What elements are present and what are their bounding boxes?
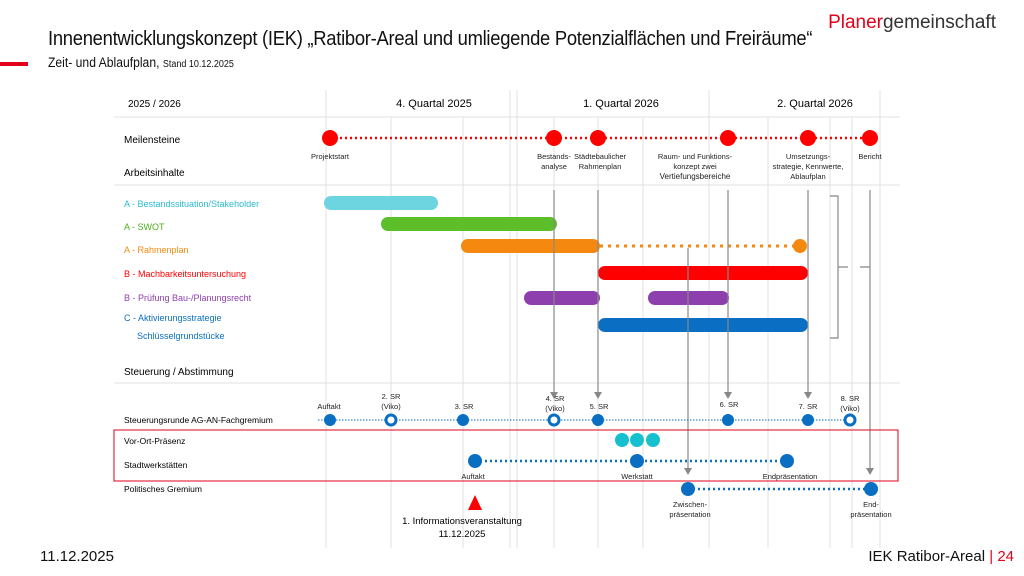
pol-label: Zwischen- bbox=[673, 500, 708, 509]
milestone-label: Projektstart bbox=[311, 152, 350, 161]
pol-label: präsentation bbox=[669, 510, 710, 519]
row-label: Meilensteine bbox=[124, 135, 181, 146]
sr-label: 8. SR bbox=[841, 394, 860, 403]
task-label: B - Machbarkeitsuntersuchung bbox=[124, 269, 246, 279]
dependency-arrows bbox=[553, 190, 871, 468]
pol-label: präsentation bbox=[850, 510, 891, 519]
task-label: A - Bestandssituation/Stakeholder bbox=[124, 199, 259, 209]
milestone-label: Vertiefungsbereiche bbox=[660, 172, 731, 181]
milestone-label: konzept zwei bbox=[673, 162, 717, 171]
subtitle: Zeit- und Ablaufplan, bbox=[48, 55, 160, 70]
footer-project: IEK Ratibor-Areal | 24 bbox=[868, 548, 1014, 565]
sr-label: (Viko) bbox=[545, 404, 565, 413]
werk-label: Auftakt bbox=[461, 472, 485, 481]
sr-label: 2. SR bbox=[382, 392, 401, 401]
milestone-label: Bestands- bbox=[537, 152, 571, 161]
milestone-label: strategie, Kennwerte, bbox=[773, 162, 844, 171]
sr-label: 3. SR bbox=[455, 402, 474, 411]
werk-label: Werkstatt bbox=[621, 472, 653, 481]
milestone-label: Umsetzungs- bbox=[786, 152, 831, 161]
highlight-box bbox=[113, 429, 899, 482]
project-name: IEK Ratibor-Areal bbox=[868, 548, 986, 565]
logo: Planergemeinschaft bbox=[828, 12, 996, 34]
accent-bar bbox=[0, 62, 28, 66]
sr-label: (Viko) bbox=[381, 402, 401, 411]
sr-label: 4. SR bbox=[546, 394, 565, 403]
sr-label: 6. SR bbox=[720, 400, 739, 409]
milestone-label: Bericht bbox=[858, 152, 882, 161]
task-label: B - Prüfung Bau-/Planungsrecht bbox=[124, 293, 252, 303]
separator: | bbox=[989, 548, 994, 565]
milestone-label: analyse bbox=[541, 162, 567, 171]
quarter-label: 2. Quartal 2026 bbox=[777, 98, 853, 110]
milestone-label: Städtebaulicher bbox=[574, 152, 627, 161]
info-event-date: 11.12.2025 bbox=[439, 529, 486, 540]
sr-label: 5. SR bbox=[590, 402, 609, 411]
quarter-label: 4. Quartal 2025 bbox=[396, 98, 472, 110]
info-event-label: 1. Informationsveranstaltung bbox=[402, 516, 522, 527]
task-label: A - Rahmenplan bbox=[124, 245, 189, 255]
quarter-label: 1. Quartal 2026 bbox=[583, 98, 659, 110]
row-label: Vor-Ort-Präsenz bbox=[124, 436, 185, 446]
milestone-label: Raum- und Funktions- bbox=[658, 152, 733, 161]
sr-label: Auftakt bbox=[317, 402, 341, 411]
row-label: Steuerungsrunde AG-AN-Fachgremium bbox=[124, 415, 273, 425]
werk-label: Endpräsentation bbox=[763, 472, 818, 481]
sr-label: (Viko) bbox=[840, 404, 860, 413]
page-subtitle: Zeit- und Ablaufplan, Stand 10.12.2025 bbox=[48, 55, 234, 70]
footer-date: 11.12.2025 bbox=[40, 548, 114, 565]
task-label: C - Aktivierungsstrategie bbox=[124, 313, 222, 323]
logo-gray: gemeinschaft bbox=[882, 12, 996, 33]
event-triangle-icon bbox=[468, 495, 482, 510]
stand-date: Stand 10.12.2025 bbox=[162, 59, 234, 70]
row-label: Steuerung / Abstimmung bbox=[124, 367, 234, 378]
milestone-label: Ablaufplan bbox=[790, 172, 825, 181]
milestone-label: Rahmenplan bbox=[579, 162, 622, 171]
sr-dots bbox=[324, 414, 814, 426]
logo-red: Planer bbox=[828, 12, 883, 33]
row-label: Politisches Gremium bbox=[124, 484, 202, 494]
pol-label: End- bbox=[863, 500, 879, 509]
page-number: 24 bbox=[997, 548, 1014, 565]
row-label: Arbeitsinhalte bbox=[124, 168, 185, 179]
task-bars bbox=[324, 196, 808, 332]
task-label: A - SWOT bbox=[124, 222, 165, 232]
sr-label: 7. SR bbox=[799, 402, 818, 411]
milestone-dots bbox=[322, 130, 878, 146]
page-title: Innenentwicklungskonzept (IEK) „Ratibor-… bbox=[48, 28, 813, 50]
task-label: Schlüsselgrundstücke bbox=[137, 331, 225, 341]
year-label: 2025 / 2026 bbox=[128, 99, 181, 110]
row-label: Stadtwerkstätten bbox=[124, 460, 188, 470]
